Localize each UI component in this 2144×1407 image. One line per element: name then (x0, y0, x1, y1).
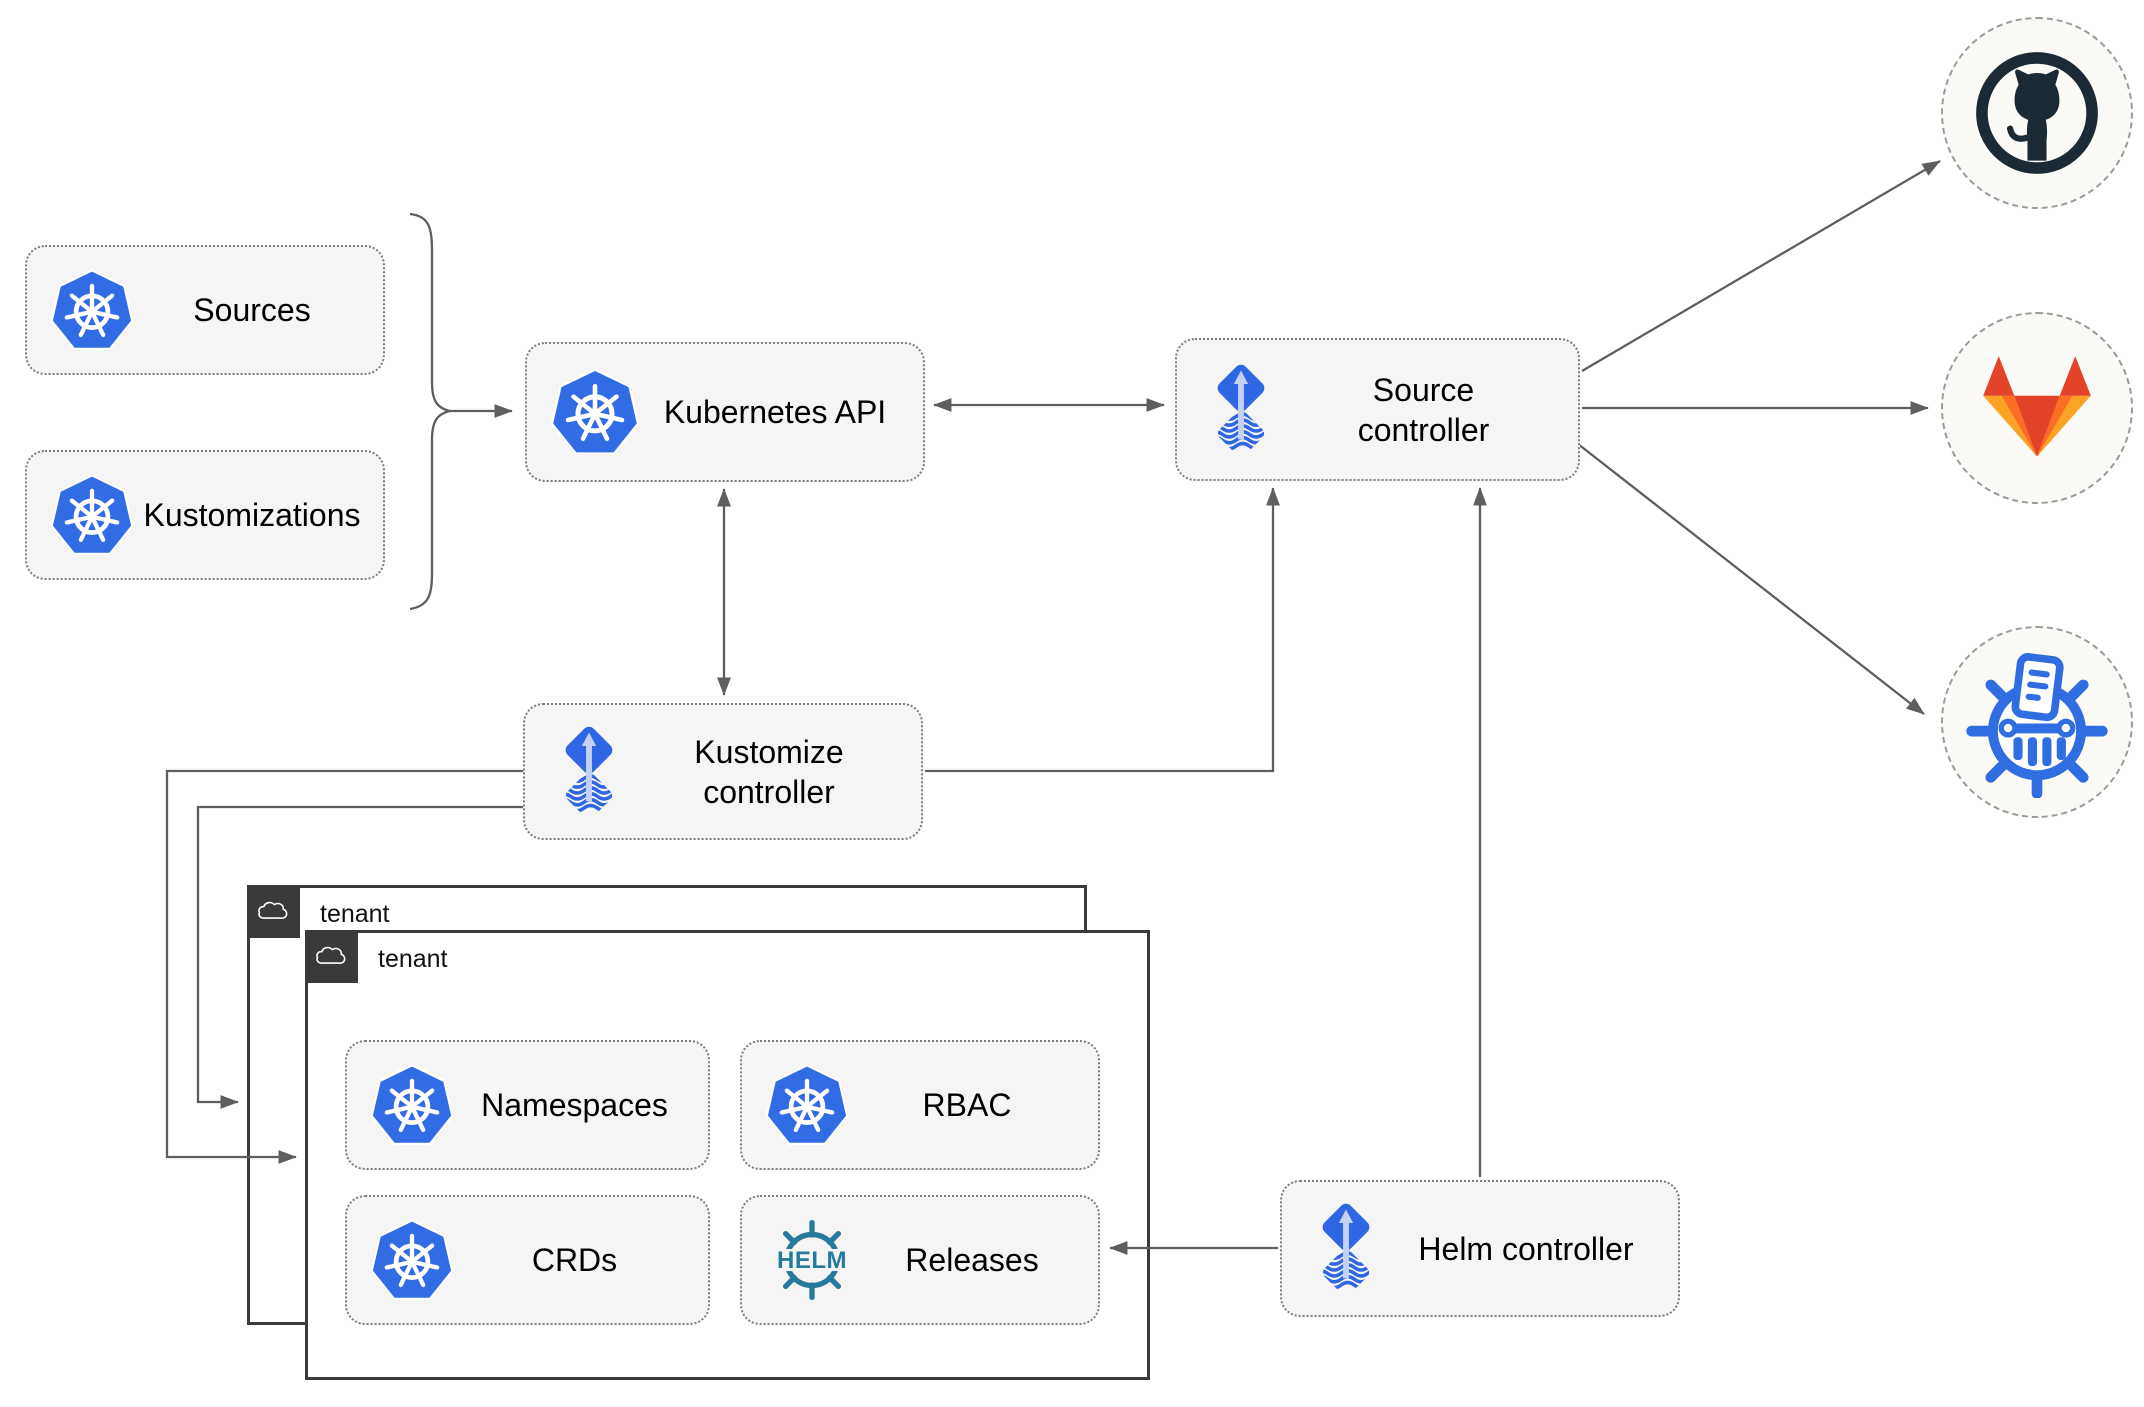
node-kustomizations-label: Kustomizations (143, 497, 361, 533)
node-crds-label: CRDs (531, 1242, 618, 1278)
edge-brace (409, 212, 451, 611)
node-helm-controller-label: Helm controller (1418, 1230, 1634, 1267)
provider-chartmuseum (1941, 626, 2133, 818)
node-source-controller: Source controller (1175, 338, 1580, 481)
node-kustomize-controller-label: Kustomize controller (694, 733, 844, 810)
edge-sourcectrl-github (1581, 160, 1941, 372)
node-sources-label: Sources (193, 292, 311, 328)
kubernetes-icon (764, 1062, 850, 1148)
node-kustomizations: Kustomizations (25, 450, 385, 580)
node-source-controller-label: Source controller (1357, 371, 1490, 448)
tenant-outer-header (247, 885, 300, 938)
edge-kustomizectrl-tenant-outer (196, 805, 523, 1109)
kubernetes-icon (49, 267, 135, 353)
chartmuseum-registry-icon (1961, 646, 2113, 798)
node-kubernetes-api: Kubernetes API (525, 342, 925, 482)
flux-icon (1304, 1200, 1388, 1298)
edge-kustomizectrl-tenant-inner (165, 769, 523, 1164)
edge-kustomizectrl-sourcectrl (925, 487, 1280, 773)
kubernetes-icon (549, 366, 641, 458)
node-sources: Sources (25, 245, 385, 375)
provider-github (1941, 17, 2133, 209)
node-kustomize-controller: Kustomize controller (523, 703, 923, 840)
node-rbac: RBAC (740, 1040, 1100, 1170)
tenant-inner-header (305, 930, 358, 983)
github-octocat-icon (1969, 45, 2105, 181)
node-namespaces: Namespaces (345, 1040, 710, 1170)
node-kubernetes-api-label: Kubernetes API (663, 394, 887, 430)
kubernetes-icon (369, 1062, 455, 1148)
provider-gitlab (1941, 312, 2133, 504)
kubernetes-icon (369, 1217, 455, 1303)
flux-icon (1199, 361, 1283, 459)
node-namespaces-label: Namespaces (481, 1087, 668, 1123)
kubernetes-icon (49, 472, 135, 558)
gitlab-fox-icon (1966, 349, 2108, 468)
helm-wheel-icon (764, 1212, 860, 1308)
flux-icon (547, 723, 631, 821)
tenant-outer-label: tenant (320, 900, 390, 928)
node-releases-label: Releases (905, 1242, 1039, 1278)
node-releases: Releases (740, 1195, 1100, 1325)
node-rbac-label: RBAC (922, 1087, 1012, 1123)
edge-sourcectrl-chartmuseum (1577, 443, 1925, 715)
node-crds: CRDs (345, 1195, 710, 1325)
tenant-inner-label: tenant (378, 945, 448, 973)
node-helm-controller: Helm controller (1280, 1180, 1680, 1317)
